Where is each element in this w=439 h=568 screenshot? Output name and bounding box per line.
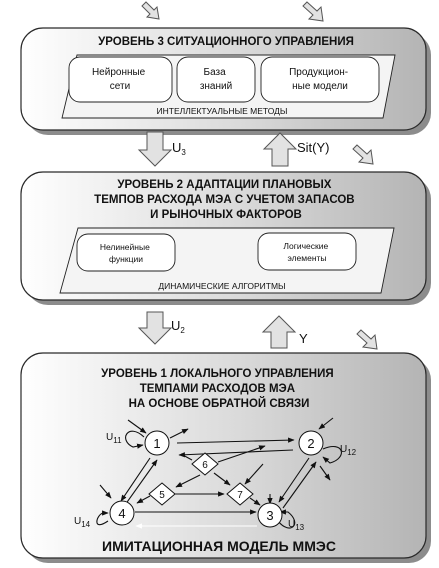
node-2-label: 2	[307, 436, 314, 451]
nonlinear-functions-line2: функции	[109, 254, 143, 264]
nonlinear-functions-box	[76, 233, 176, 272]
neural-networks-line1: Нейронные	[92, 67, 146, 78]
loop-label-u13: U13	[288, 519, 305, 532]
svg-text:Нейронные сети: Нейронные сети	[92, 67, 148, 92]
u3-label: U3	[172, 140, 186, 157]
svg-text:Нелинейные функции: Нелинейные функции	[100, 242, 152, 264]
self-loop-4	[96, 510, 109, 526]
level2-panel: УРОВЕНЬ 2 АДАПТАЦИИ ПЛАНОВЫХ ТЕМПОВ РАСХ…	[20, 171, 431, 305]
neural-networks-box	[68, 56, 173, 103]
graph-node-7: 7	[226, 482, 254, 506]
loop-label-u14: U14	[74, 516, 91, 529]
graph-node-4: 4	[109, 500, 135, 526]
production-models-line1: Продукцион-	[289, 67, 348, 78]
self-loop-2	[322, 446, 342, 464]
nonlinear-functions-line1: Нелинейные	[100, 242, 150, 252]
loop-label-u12: U12	[340, 444, 357, 457]
level1-footer: ИМИТАЦИОННАЯ МОДЕЛЬ ММЭС	[102, 538, 336, 554]
y-label: Y	[299, 331, 308, 346]
arrow-u2-down	[137, 311, 173, 345]
level2-title-line1: УРОВЕНЬ 2 АДАПТАЦИИ ПЛАНОВЫХ	[117, 179, 331, 191]
node-6-label: 6	[202, 460, 208, 471]
decorative-arrow-mid-right-2	[356, 329, 378, 350]
level1-title: УРОВЕНЬ 1 ЛОКАЛЬНОГО УПРАВЛЕНИЯ ТЕМПАМИ …	[101, 368, 337, 410]
graph-node-3: 3	[257, 502, 283, 528]
production-models-box	[260, 56, 380, 103]
node-7-label: 7	[237, 490, 243, 501]
graph-node-6: 6	[191, 452, 219, 476]
knowledge-base-line2: знаний	[200, 81, 232, 92]
level2-title-line2: ТЕМПОВ РАСХОДА МЭА С УЧЕТОМ ЗАПАСОВ	[94, 194, 354, 206]
level1-title-line3: НА ОСНОВЕ ОБРАТНОЙ СВЯЗИ	[129, 397, 310, 410]
graph-node-1: 1	[144, 430, 170, 456]
knowledge-base-box	[176, 56, 256, 103]
self-loop-3	[277, 509, 296, 529]
logic-elements-line1: Логические	[283, 241, 328, 251]
knowledge-base-line1: База	[204, 67, 227, 78]
arrow-y-up	[261, 315, 297, 349]
neural-networks-line2: сети	[110, 81, 130, 92]
arrow-sity-up	[262, 132, 298, 167]
node-3-label: 3	[266, 508, 273, 523]
sity-label: Sit(Y)	[297, 140, 330, 155]
level3-methods-label: ИНТЕЛЛЕКТУАЛЬНЫЕ МЕТОДЫ	[157, 106, 288, 116]
loop-label-u11: U11	[106, 432, 122, 445]
graph-node-5: 5	[148, 482, 176, 506]
svg-text:Продукцион- ные модели: Продукцион- ные модели	[289, 67, 351, 92]
node-5-label: 5	[159, 490, 165, 501]
level3-panel: УРОВЕНЬ 3 СИТУАЦИОННОГО УПРАВЛЕНИЯ Нейро…	[20, 27, 431, 135]
logic-elements-line2: элементы	[287, 253, 326, 263]
level2-title: УРОВЕНЬ 2 АДАПТАЦИИ ПЛАНОВЫХ ТЕМПОВ РАСХ…	[94, 179, 358, 221]
level3-title: УРОВЕНЬ 3 СИТУАЦИОННОГО УПРАВЛЕНИЯ	[98, 36, 354, 48]
node-4-label: 4	[118, 506, 125, 521]
level2-title-line3: И РЫНОЧНЫХ ФАКТОРОВ	[150, 209, 302, 221]
self-loop-1	[125, 430, 145, 449]
level1-title-line2: ТЕМПАМИ РАСХОДОВ МЭА	[140, 383, 295, 395]
decorative-arrow-top-right	[302, 1, 324, 22]
decorative-arrow-top-left	[141, 1, 160, 20]
graph-edges	[99, 417, 334, 529]
graph-node-2: 2	[298, 430, 324, 456]
level1-panel: УРОВЕНЬ 1 ЛОКАЛЬНОГО УПРАВЛЕНИЯ ТЕМПАМИ …	[20, 352, 431, 563]
level1-title-line1: УРОВЕНЬ 1 ЛОКАЛЬНОГО УПРАВЛЕНИЯ	[101, 368, 334, 380]
node-1-label: 1	[153, 436, 160, 451]
svg-text:База знаний: База знаний	[200, 67, 232, 92]
u2-label: U2	[171, 318, 185, 335]
arrow-u3-down	[137, 131, 173, 167]
decorative-arrow-mid-right-1	[352, 144, 374, 165]
svg-text:Логические элементы: Логические элементы	[283, 241, 330, 263]
logic-elements-box	[257, 232, 357, 271]
level2-algorithms-label: ДИНАМИЧЕСКИЕ АЛГОРИТМЫ	[158, 281, 285, 291]
production-models-line2: ные модели	[292, 81, 348, 92]
